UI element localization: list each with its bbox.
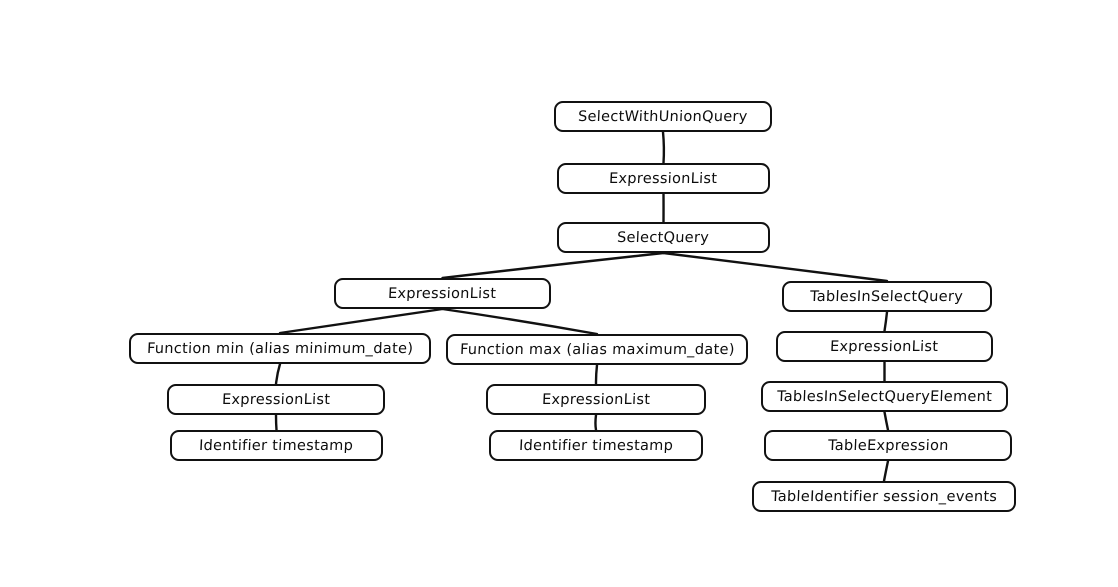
ast-node[interactable]: TableIdentifier session_events — [752, 481, 1016, 512]
ast-node[interactable]: ExpressionList — [334, 278, 551, 309]
ast-edge — [662, 251, 889, 283]
ast-edge — [883, 310, 889, 333]
ast-node[interactable]: TableExpression — [764, 430, 1012, 461]
ast-node[interactable]: Function max (alias maximum_date) — [446, 334, 748, 365]
ast-node-label: TableIdentifier session_events — [770, 488, 998, 505]
ast-node[interactable]: Identifier timestamp — [489, 430, 703, 461]
ast-node-label: Function min (alias minimum_date) — [146, 340, 414, 357]
ast-node[interactable]: TablesInSelectQueryElement — [761, 381, 1008, 412]
ast-node-label: Identifier timestamp — [199, 437, 354, 454]
ast-node[interactable]: ExpressionList — [486, 384, 706, 415]
ast-edge — [441, 251, 665, 280]
ast-edge — [883, 410, 890, 432]
ast-node-label: Function max (alias maximum_date) — [459, 341, 735, 358]
ast-node-label: ExpressionList — [830, 338, 939, 355]
ast-node[interactable]: ExpressionList — [557, 163, 770, 194]
ast-node[interactable]: SelectWithUnionQuery — [554, 101, 772, 132]
ast-node-label: ExpressionList — [221, 391, 331, 408]
ast-edge — [661, 130, 666, 165]
ast-edge — [274, 413, 278, 432]
ast-edge — [278, 307, 444, 335]
ast-node[interactable]: SelectQuery — [557, 222, 770, 253]
ast-node-label: ExpressionList — [388, 285, 497, 302]
ast-edge — [274, 362, 282, 386]
ast-node[interactable]: Identifier timestamp — [170, 430, 383, 461]
ast-node-label: TablesInSelectQueryElement — [776, 388, 993, 405]
ast-node[interactable]: ExpressionList — [776, 331, 993, 362]
ast-edge — [441, 307, 599, 336]
ast-node-label: SelectQuery — [617, 229, 710, 246]
ast-edge — [882, 459, 890, 483]
ast-node-label: TablesInSelectQuery — [810, 288, 964, 305]
ast-edge — [594, 363, 599, 386]
ast-node[interactable]: ExpressionList — [167, 384, 385, 415]
ast-node-label: ExpressionList — [541, 391, 651, 408]
ast-node-label: SelectWithUnionQuery — [577, 108, 749, 125]
ast-node[interactable]: Function min (alias minimum_date) — [129, 333, 431, 364]
ast-node[interactable]: TablesInSelectQuery — [782, 281, 992, 312]
ast-node-label: ExpressionList — [609, 170, 718, 187]
ast-node-label: TableExpression — [827, 437, 949, 454]
ast-edge — [594, 413, 598, 432]
ast-node-label: Identifier timestamp — [518, 437, 674, 454]
